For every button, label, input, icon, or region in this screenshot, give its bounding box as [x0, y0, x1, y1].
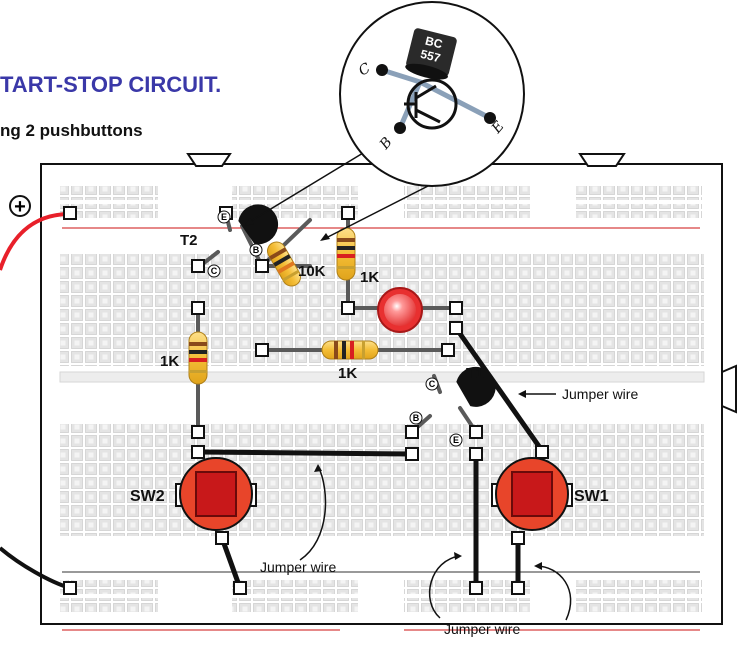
t2-label: T2 [180, 232, 198, 249]
pushbutton-sw1 [491, 457, 573, 531]
pushbutton-sw2 [175, 457, 257, 531]
resistor-1k-left-label: 1K [160, 353, 179, 370]
jumper-label-middle: Jumper wire [260, 559, 336, 575]
led [377, 287, 423, 333]
inset-package-label-1: BC [424, 34, 445, 52]
page-subtitle: ng 2 pushbuttons [0, 121, 143, 140]
resistor-1k-top [336, 227, 356, 281]
breadboard [40, 153, 737, 631]
plus-symbol: + [9, 195, 31, 218]
jumper-label-bottom: Jumper wire [444, 621, 520, 637]
positive-supply-wire [0, 212, 71, 271]
t2-pin-b: B [253, 245, 260, 255]
jumper-label-right: Jumper wire [562, 386, 638, 402]
resistor-1k-mid-label: 1K [338, 365, 357, 382]
resistor-1k-top-label: 1K [360, 269, 379, 286]
page-title: TART-STOP CIRCUIT. [0, 72, 222, 97]
jumper-annotations [299, 390, 572, 621]
resistor-10k-label: 10K [298, 263, 326, 280]
t1-pin-c: C [429, 379, 436, 389]
resistor-10k [267, 241, 301, 287]
t1-pin-e: E [453, 435, 459, 445]
t1-label: T1 [466, 365, 484, 382]
resistor-1k-left [188, 331, 208, 385]
resistor-1k-mid [321, 340, 379, 360]
inset-package-label-2: 557 [419, 47, 442, 66]
inset-pointer-t2 [245, 149, 369, 225]
hole-markers [63, 206, 549, 595]
transistor-t2 [238, 204, 279, 245]
pin-markers: E B C C B E [207, 210, 463, 447]
jumper-wires [195, 325, 546, 591]
inset-pointer-t1 [321, 183, 433, 241]
sw2-label: SW2 [130, 488, 165, 505]
t1-pin-b: B [413, 413, 420, 423]
transistor-inset: BC 557 C B E [339, 1, 525, 187]
sw1-label: SW1 [574, 488, 609, 505]
transistor-t1 [456, 366, 496, 407]
t2-pin-c: C [211, 266, 218, 276]
t2-pin-e: E [221, 212, 227, 222]
svg-text:+: + [14, 196, 26, 218]
